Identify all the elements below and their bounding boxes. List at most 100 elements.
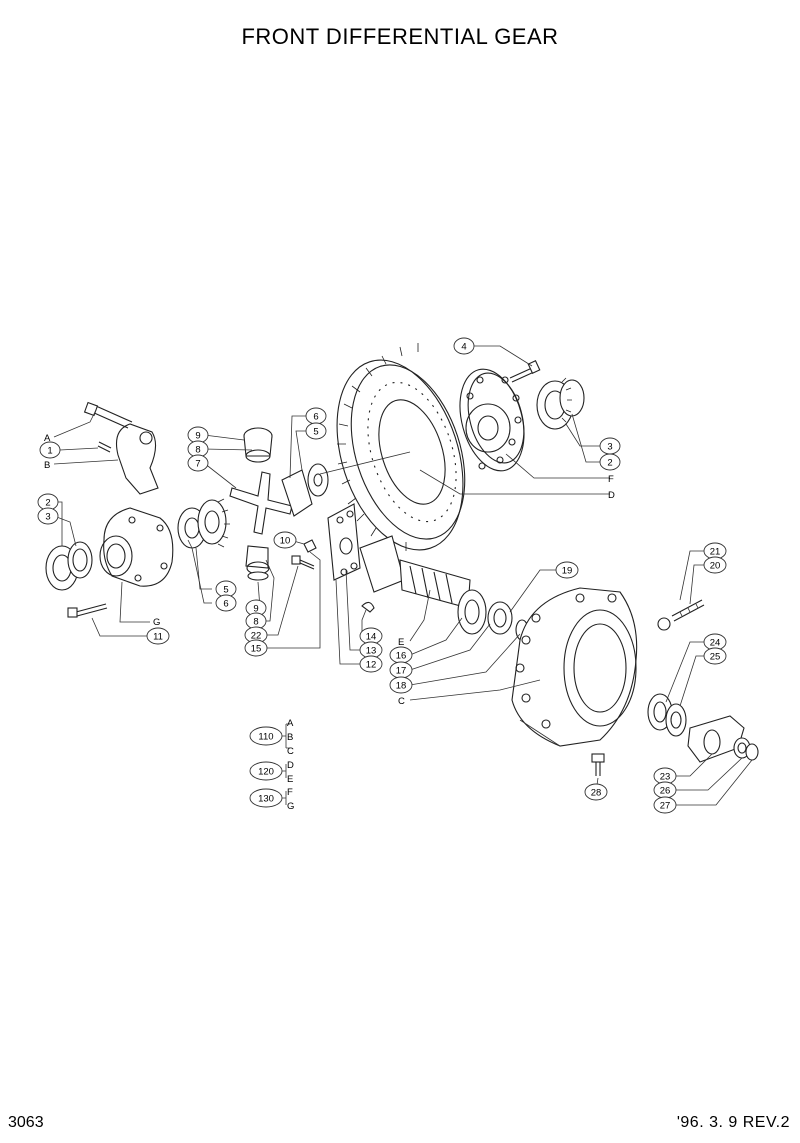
svg-text:6: 6 bbox=[223, 599, 228, 610]
bolt-28 bbox=[591, 753, 605, 776]
callout-D: D bbox=[608, 490, 615, 501]
svg-text:8: 8 bbox=[195, 445, 200, 456]
carrier-housing bbox=[511, 587, 638, 747]
output-bearing bbox=[647, 693, 687, 737]
callout-6-lower: 6 bbox=[215, 594, 237, 612]
page-number: 3063 bbox=[8, 1114, 44, 1131]
svg-text:25: 25 bbox=[710, 652, 721, 663]
svg-text:19: 19 bbox=[562, 566, 573, 577]
svg-text:14: 14 bbox=[366, 632, 377, 643]
callout-23: 23 bbox=[653, 767, 677, 785]
differential-cap bbox=[83, 401, 159, 495]
pinion-gear-lower bbox=[245, 545, 270, 581]
svg-text:22: 22 bbox=[251, 631, 262, 642]
callout-E: E bbox=[398, 637, 404, 648]
callout-19: 19 bbox=[555, 561, 579, 579]
bolt-4 bbox=[509, 360, 541, 383]
callout-B: B bbox=[44, 460, 50, 471]
spider-cross bbox=[229, 471, 293, 535]
svg-text:F: F bbox=[287, 787, 293, 798]
callout-17: 17 bbox=[389, 661, 413, 679]
svg-text:4: 4 bbox=[461, 342, 466, 353]
svg-text:23: 23 bbox=[660, 772, 671, 783]
callout-28: 28 bbox=[584, 783, 608, 801]
callout-A: A bbox=[44, 433, 51, 444]
revision-date: '96. 3. 9 REV.2 bbox=[676, 1114, 790, 1131]
callout-16: 16 bbox=[389, 646, 413, 664]
svg-text:27: 27 bbox=[660, 801, 671, 812]
kit-130: 130 F G bbox=[249, 787, 294, 812]
callout-25: 25 bbox=[703, 647, 727, 665]
svg-text:13: 13 bbox=[366, 646, 377, 657]
bolt-11 bbox=[67, 603, 108, 618]
lock-plate bbox=[327, 503, 361, 581]
lock-pin bbox=[291, 539, 317, 570]
svg-text:2: 2 bbox=[45, 498, 50, 509]
diagram-title: FRONT DIFFERENTIAL GEAR bbox=[241, 24, 559, 49]
lock-bolt bbox=[361, 601, 375, 613]
callout-2-right: 2 bbox=[599, 453, 621, 471]
svg-text:E: E bbox=[287, 774, 293, 785]
kit-120: 120 D E bbox=[249, 760, 294, 785]
callout-F: F bbox=[608, 474, 614, 485]
side-gear-right bbox=[281, 463, 329, 517]
svg-text:7: 7 bbox=[195, 459, 200, 470]
svg-text:21: 21 bbox=[710, 547, 721, 558]
differential-case-left bbox=[99, 507, 174, 587]
callout-8-lower: 8 bbox=[245, 612, 267, 630]
svg-text:18: 18 bbox=[396, 681, 407, 692]
callout-10: 10 bbox=[273, 531, 297, 549]
svg-text:5: 5 bbox=[313, 427, 318, 438]
svg-text:D: D bbox=[287, 760, 294, 771]
svg-text:A: A bbox=[287, 718, 294, 729]
svg-text:B: B bbox=[287, 732, 293, 743]
bearing-upper bbox=[536, 377, 585, 430]
pinion-bearing bbox=[457, 589, 529, 641]
svg-text:G: G bbox=[287, 801, 294, 812]
callout-C: C bbox=[398, 696, 405, 707]
kit-legend: 110 A B C 120 D E 130 F G bbox=[249, 718, 294, 812]
callout-11: 11 bbox=[146, 627, 170, 645]
callout-3-right: 3 bbox=[599, 437, 621, 455]
svg-text:120: 120 bbox=[258, 767, 274, 778]
svg-text:5: 5 bbox=[223, 585, 228, 596]
output-flange bbox=[687, 715, 759, 763]
svg-text:110: 110 bbox=[258, 732, 273, 743]
drive-pinion bbox=[359, 535, 471, 609]
svg-text:2: 2 bbox=[607, 458, 612, 469]
svg-text:C: C bbox=[287, 746, 294, 757]
callout-1: 1 bbox=[39, 441, 61, 459]
svg-text:130: 130 bbox=[258, 794, 274, 805]
svg-text:17: 17 bbox=[396, 666, 407, 677]
bearing-left bbox=[45, 541, 93, 591]
callout-9-upper: 9 bbox=[187, 426, 209, 444]
ring-gear bbox=[336, 343, 466, 551]
callout-20: 20 bbox=[703, 556, 727, 574]
pinion-gear-upper bbox=[243, 427, 273, 463]
differential-case-flange bbox=[459, 368, 525, 472]
callout-27: 27 bbox=[653, 796, 677, 814]
svg-text:1: 1 bbox=[47, 446, 52, 457]
side-gear-left bbox=[177, 498, 230, 549]
svg-text:9: 9 bbox=[253, 604, 258, 615]
svg-text:9: 9 bbox=[195, 431, 200, 442]
svg-text:15: 15 bbox=[251, 644, 262, 655]
callout-4: 4 bbox=[453, 337, 475, 355]
svg-text:12: 12 bbox=[366, 660, 377, 671]
callout-3-left: 3 bbox=[37, 507, 59, 525]
svg-text:26: 26 bbox=[660, 786, 671, 797]
svg-text:10: 10 bbox=[280, 536, 291, 547]
callout-5-upper: 5 bbox=[305, 422, 327, 440]
svg-text:11: 11 bbox=[153, 632, 163, 643]
svg-text:3: 3 bbox=[45, 512, 50, 523]
svg-text:6: 6 bbox=[313, 412, 318, 423]
svg-text:24: 24 bbox=[710, 638, 721, 649]
callout-12: 12 bbox=[359, 655, 383, 673]
callout-26: 26 bbox=[653, 781, 677, 799]
callout-15: 15 bbox=[244, 639, 268, 657]
callout-7: 7 bbox=[187, 454, 209, 472]
svg-text:8: 8 bbox=[253, 617, 258, 628]
svg-text:16: 16 bbox=[396, 651, 407, 662]
svg-text:3: 3 bbox=[607, 442, 612, 453]
